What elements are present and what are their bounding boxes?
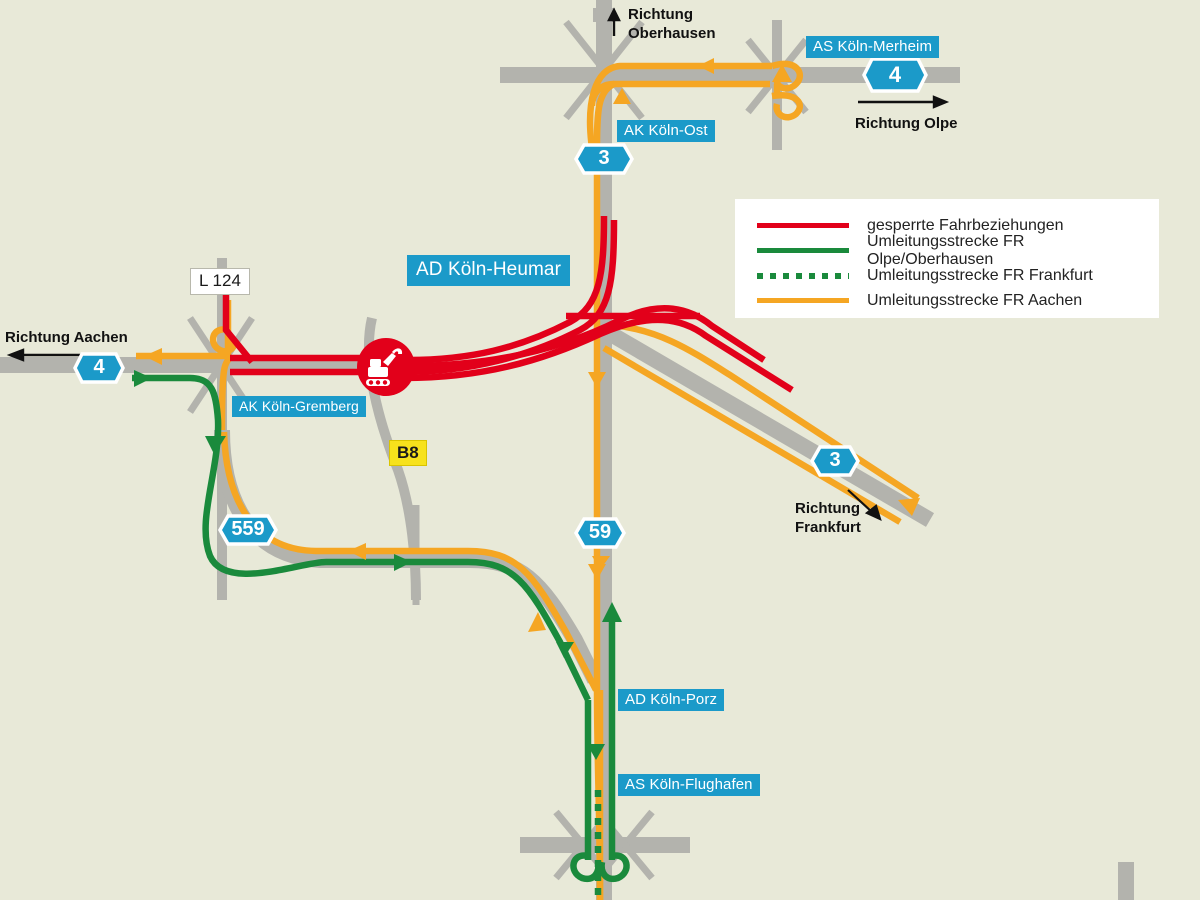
shield-a559-number: 559 [231,518,265,540]
shield-a59-number: 59 [588,521,612,543]
shield-a4-east [862,57,928,93]
roadworks-marker[interactable] [357,338,415,396]
legend-label-frankfurt: Umleitungsstrecke FR Frankfurt [867,266,1093,284]
legend-item-frankfurt: Umleitungsstrecke FR Frankfurt [757,263,1141,288]
junction-label-as-koeln-merheim: AS Köln-Merheim [806,36,940,59]
junction-label-as-koeln-flughafen: AS Köln-Flughafen [618,774,760,797]
shield-a559 [217,514,279,546]
closed-relations [222,215,794,393]
detour-route-aachen [136,60,920,900]
legend-label-olpe: Umleitungsstrecke FR Olpe/Oberhausen [867,232,1025,268]
direction-label-frankfurt: Richtung Frankfurt [795,500,861,538]
legend-panel: gesperrte Fahrbeziehungen Umleitungsstre… [735,199,1159,318]
direction-label-olpe: Richtung Olpe [855,115,958,132]
legend-label-closed: gesperrte Fahrbeziehungen [867,216,1064,234]
legend-item-olpe-oberhausen: Umleitungsstrecke FR Olpe/Oberhausen [757,233,1141,268]
legend-label-aachen: Umleitungsstrecke FR Aachen [867,291,1083,309]
shield-a59 [573,517,627,549]
direction-label-aachen: Richtung Aachen [5,329,128,346]
plate-l124: L 124 [190,268,250,295]
shield-a4-west-number: 4 [93,356,105,378]
direction-label-oberhausen-line1: Richtung [628,6,693,23]
legend-item-aachen: Umleitungsstrecke FR Aachen [757,288,1141,313]
shield-a4-west [73,352,125,384]
direction-arrows [6,7,950,522]
junction-label-ad-koeln-porz: AD Köln-Porz [618,689,725,712]
road-network-base [0,0,1134,900]
route-flow-arrows [134,58,920,760]
shield-a3-south [809,445,861,477]
shield-a4-east-number: 4 [888,62,902,87]
legend-swatch-closed-icon [757,223,849,228]
detour-route-olpe-oberhausen [132,374,630,883]
junction-label-ak-koeln-ost: AK Köln-Ost [617,120,715,143]
direction-label-frankfurt-line1: Richtung [795,500,860,517]
legend-item-closed: gesperrte Fahrbeziehungen [757,213,1141,238]
autobahn-shields [73,57,928,549]
shield-a3-north [573,143,635,175]
direction-label-oberhausen: Richtung Oberhausen [628,6,716,44]
legend-swatch-aachen-icon [757,298,849,303]
shield-a3-south-number: 3 [829,449,841,471]
legend-swatch-olpe-icon [757,248,849,253]
junction-label-ak-koeln-gremberg: AK Köln-Gremberg [232,396,366,418]
direction-label-oberhausen-line2: Oberhausen [628,24,716,42]
legend-swatch-frankfurt-icon [757,272,849,279]
direction-label-frankfurt-line2: Frankfurt [795,518,861,536]
shield-a3-north-number: 3 [598,147,610,169]
junction-label-ad-koeln-heumar: AD Köln-Heumar [407,255,571,286]
plate-b8: B8 [389,440,427,466]
